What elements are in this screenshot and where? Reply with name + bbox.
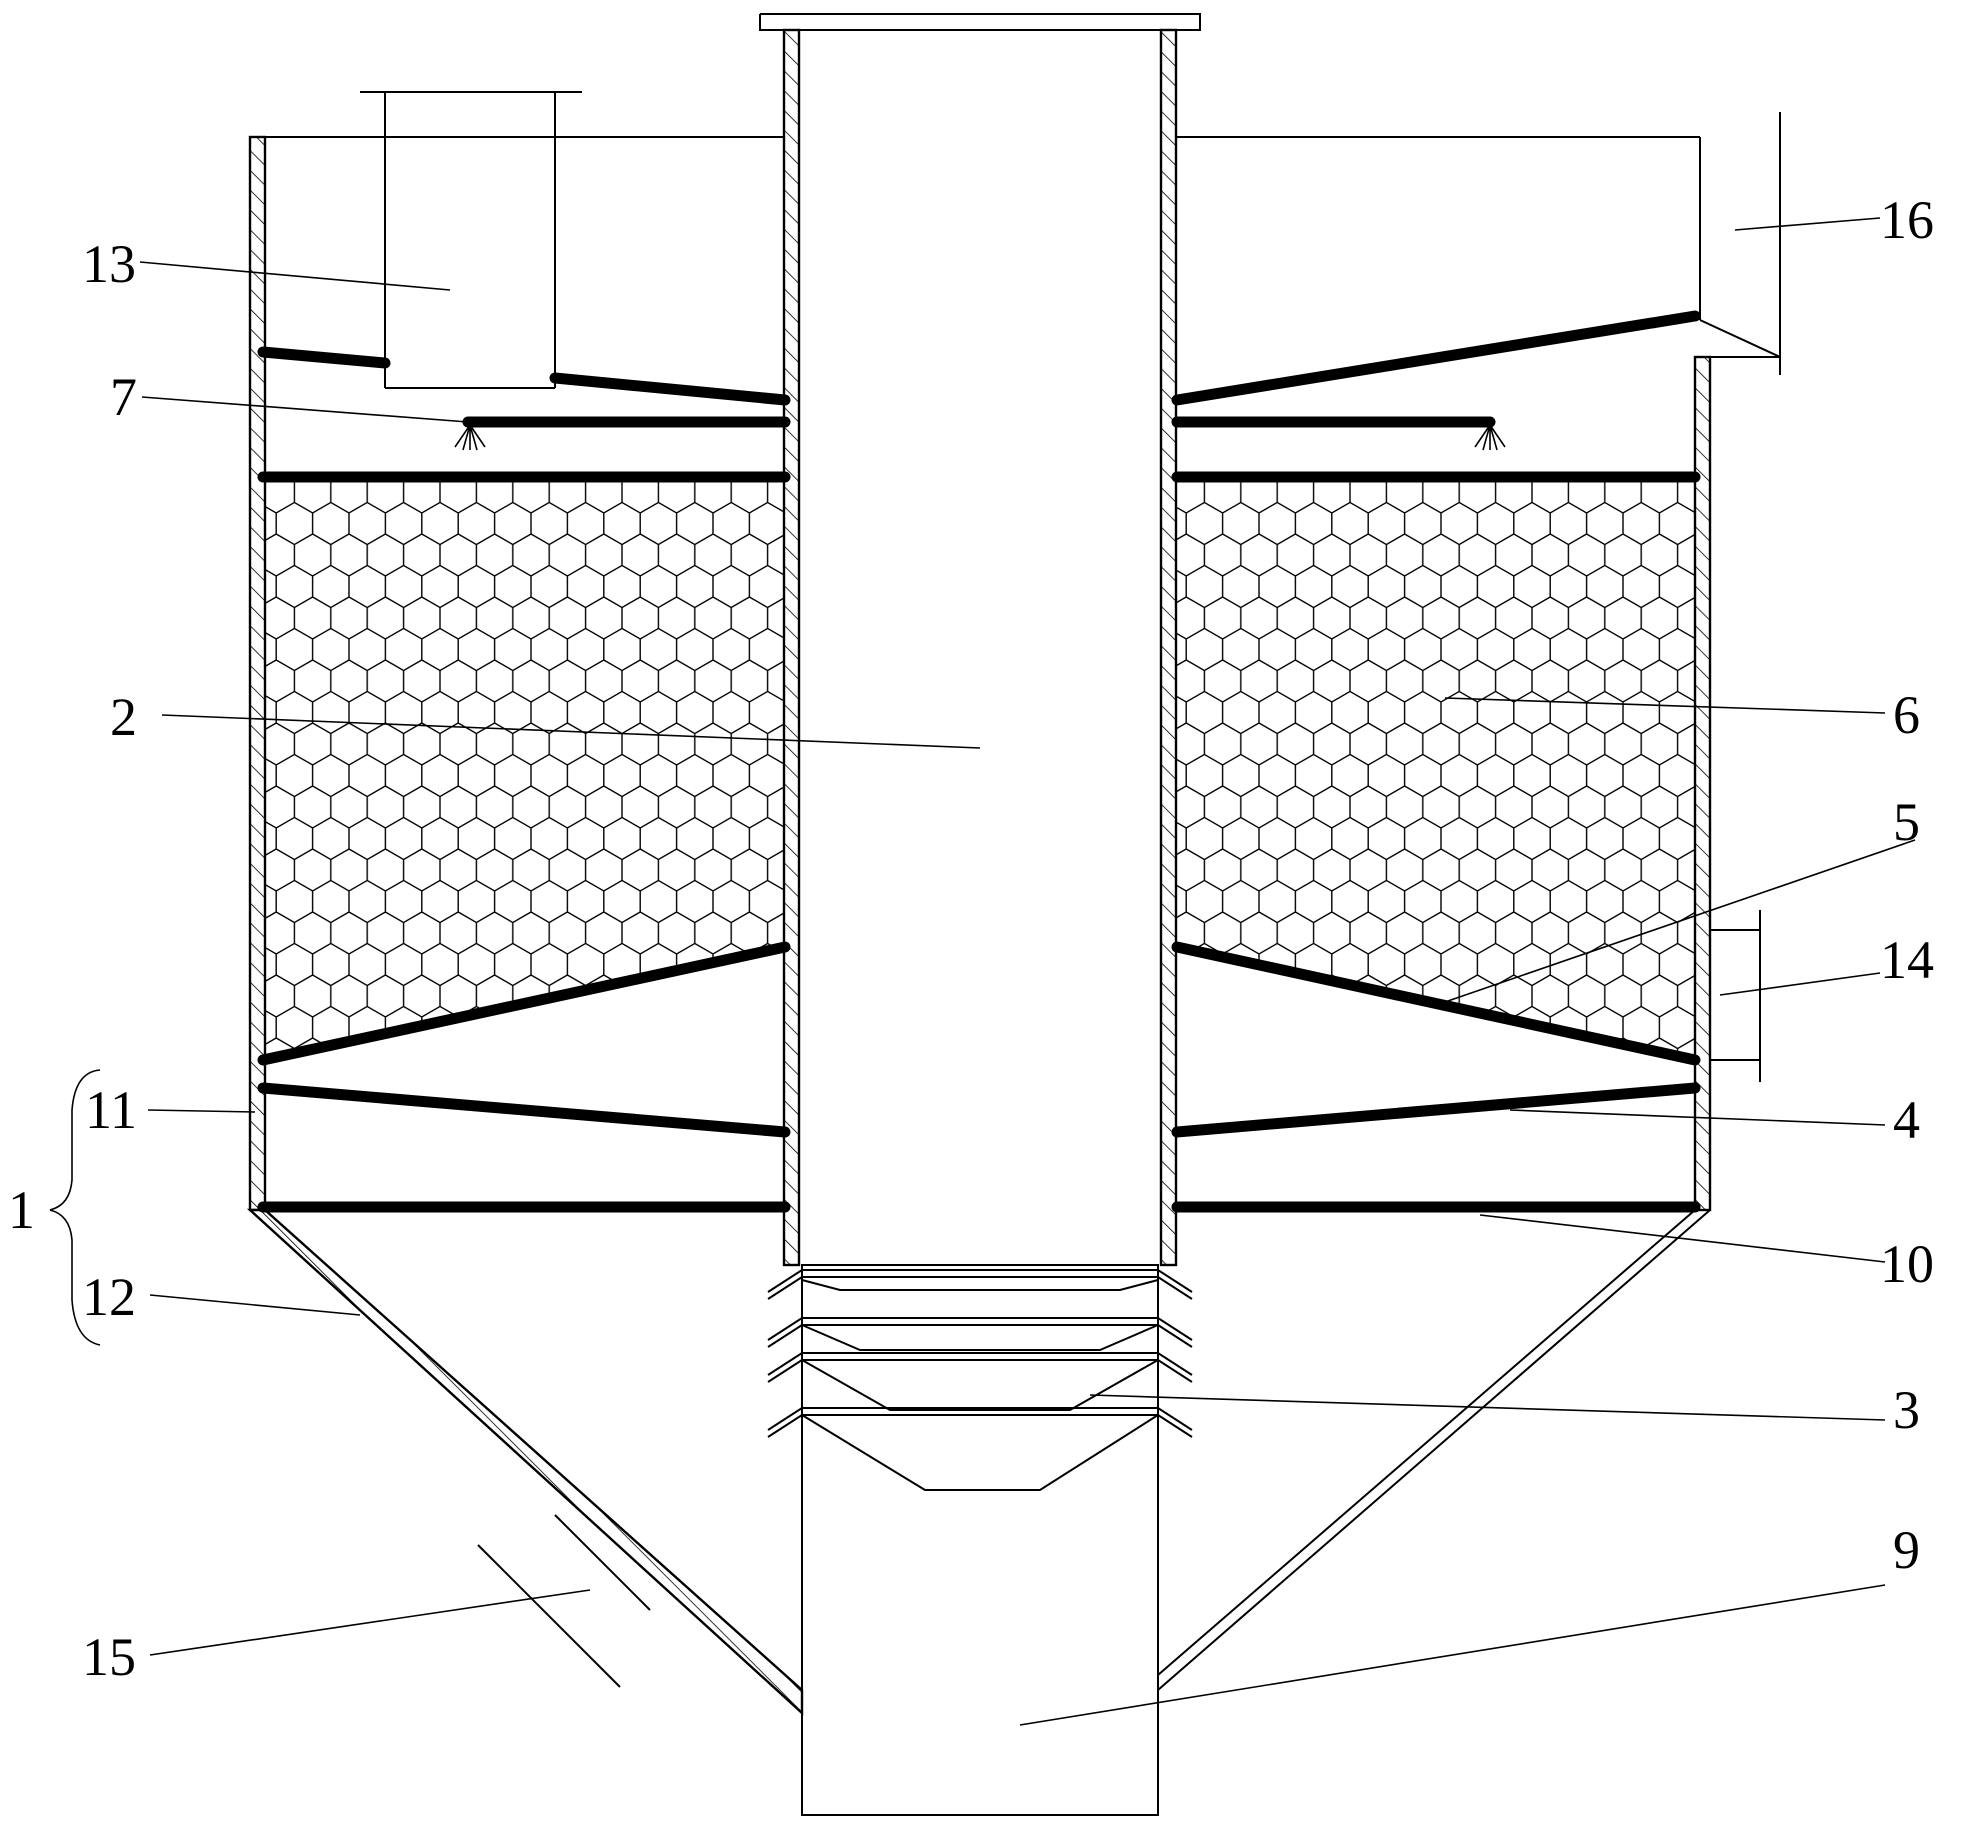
leader-lines [49,217,1916,1726]
spray-nozzles [454,424,1506,451]
brace-1 [49,1069,101,1346]
nozzles [360,91,1781,1688]
nozzle-14 [1710,910,1761,1082]
leader-12 [149,1294,361,1316]
central-pipe [759,13,1201,1816]
shell-right-wall [1693,355,1712,1212]
nozzle-15 [477,1514,651,1688]
leader-6 [1444,697,1886,714]
nozzle-13 [360,91,582,389]
leader-15 [149,1589,591,1656]
cone-baffles [767,1269,1193,1491]
baffle-5-left [257,941,791,1066]
leader-13 [139,261,451,291]
leader-2 [161,714,981,749]
label-3: 3 [1893,1380,1920,1440]
label-4: 4 [1893,1090,1920,1150]
label-12: 12 [82,1267,136,1327]
central-pipe-left-wall [782,28,801,1267]
leader-4 [1509,1109,1886,1126]
leader-14 [1719,972,1881,996]
label-1: 1 [8,1180,35,1240]
baffle-top-left-a [257,346,391,369]
label-14: 14 [1880,930,1934,990]
label-10: 10 [1880,1234,1934,1294]
leader-10 [1479,1214,1886,1263]
baffle-top-left-b [549,372,791,406]
spray-nozzle-left [454,424,486,451]
leader-5 [1444,839,1916,1003]
part-labels: 13 7 2 11 1 12 15 16 6 5 14 4 10 3 9 [8,190,1934,1687]
central-pipe-flange [759,13,1201,31]
baffles [257,310,1701,1213]
leader-3 [1089,1394,1886,1421]
label-16: 16 [1880,190,1934,250]
cone-left-wall [246,1208,804,1716]
label-5: 5 [1893,792,1920,852]
baffle-5-right [1171,941,1701,1066]
label-2: 2 [110,687,137,747]
lower-pipe [801,1264,1159,1816]
leader-7 [141,396,469,423]
label-15: 15 [82,1627,136,1687]
label-11: 11 [85,1080,137,1140]
packing-media-right [1177,481,1695,1060]
leader-16 [1734,217,1881,231]
label-13: 13 [82,234,136,294]
baffle-top-right [1171,310,1701,406]
cone-right-wall [1157,1209,1711,1691]
leader-9 [1019,1584,1886,1726]
baffle-4-left [257,1082,791,1138]
nozzle-16 [1699,112,1781,375]
label-6: 6 [1893,685,1920,745]
packing-media [263,481,1695,1060]
baffle-4-right [1171,1082,1701,1138]
label-7: 7 [110,367,137,427]
shell-left-wall [248,135,267,1212]
spray-nozzle-right [1474,424,1506,451]
central-pipe-right-wall [1159,28,1178,1267]
label-9: 9 [1893,1520,1920,1580]
packing-media-left [263,481,785,1058]
leader-11 [147,1109,256,1113]
